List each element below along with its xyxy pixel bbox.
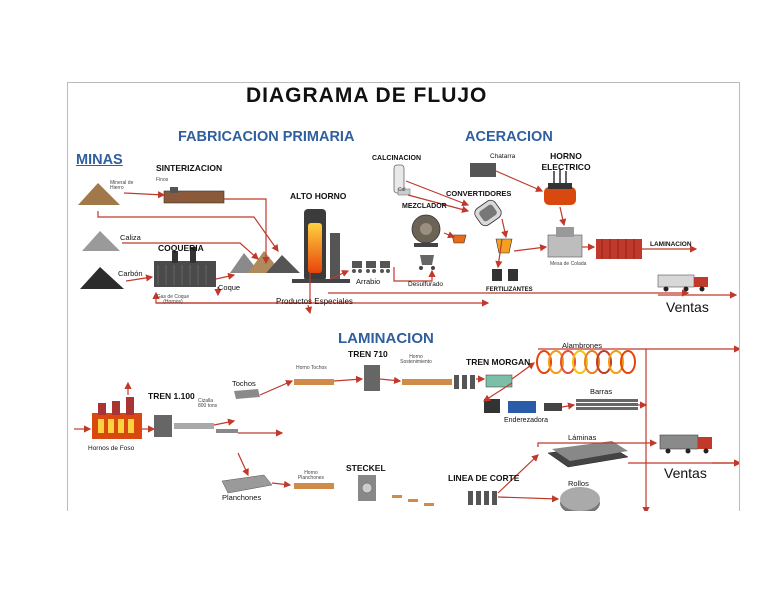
label-calcinacion: CALCINACION	[372, 155, 421, 162]
planchones-slab	[221, 474, 273, 494]
label-mesa-colada: Mesa de Colada	[550, 261, 587, 267]
diagram-title: DIAGRAMA DE FLUJO	[246, 84, 488, 107]
electric-furnace	[544, 169, 576, 205]
converter	[474, 199, 502, 227]
desulfurization-ladle	[420, 255, 434, 265]
label-horno-electrico: HORNO ELECTRICO	[541, 151, 591, 172]
label-carbon: Carbón	[118, 269, 143, 278]
label-convertidores: CONVERTIDORES	[446, 189, 512, 198]
steckel-line	[294, 475, 497, 506]
label-alto-horno: ALTO HORNO	[290, 191, 347, 201]
bar-bundle	[576, 399, 638, 410]
tren-morgan-unit	[485, 374, 513, 388]
straightener	[484, 399, 562, 413]
ingot-car	[596, 239, 642, 259]
tochos-bar	[234, 389, 260, 399]
label-mezclador: MEZCLADOR	[402, 203, 447, 210]
truck-top	[657, 274, 708, 292]
section-minas: MINAS	[76, 152, 123, 168]
label-finos: Finos	[156, 177, 169, 183]
tren-710-line	[294, 365, 475, 391]
diagram-graphics	[74, 163, 739, 511]
fertilizer-sacks	[492, 269, 502, 281]
label-horno-tochos: Horno Tochos	[296, 365, 327, 371]
label-cizalla: Cizalla 800 tons	[198, 398, 218, 409]
label-fertilizantes: FERTILIZANTES	[486, 287, 533, 293]
arrabio-cars	[352, 261, 390, 273]
label-horno-sostenimiento: Horno Sostenimiento	[400, 354, 432, 365]
label-sinterizacion: SINTERIZACION	[156, 163, 223, 173]
label-tren-1100: TREN 1.100	[148, 391, 195, 401]
label-tren-morgan: TREN MORGAN	[466, 357, 531, 367]
label-laminas: Láminas	[568, 433, 597, 442]
label-tren-710: TREN 710	[348, 349, 388, 359]
mineral-pile	[78, 183, 120, 205]
label-desulfurado: Desulfurado	[408, 281, 444, 288]
scrap-bin	[470, 163, 496, 177]
label-barras: Barras	[590, 387, 613, 396]
coil-roll	[560, 487, 600, 511]
wire-coils	[536, 350, 636, 374]
blast-furnace	[292, 209, 350, 283]
label-enderezadora: Enderezadora	[504, 417, 548, 424]
label-linea-corte: LINEA DE CORTE	[448, 473, 520, 483]
pit-furnaces	[92, 397, 142, 439]
label-hornos-foso: Hornos de Foso	[88, 445, 135, 452]
label-coqueria: COQUERIA	[158, 243, 204, 253]
label-gas-coque: Gas de Coque (Hornos)	[156, 294, 190, 305]
label-arrabio: Arrabio	[356, 277, 381, 286]
section-primary: FABRICACION PRIMARIA	[178, 129, 355, 145]
diagram-frame: DIAGRAMA DE FLUJO FABRICACION PRIMARIA A…	[67, 82, 740, 511]
label-ventas-bottom: Ventas	[664, 465, 707, 481]
section-aceracion: ACERACION	[465, 129, 553, 145]
label-mineral: Mineral de Hierro	[110, 180, 134, 191]
truck-bottom	[659, 434, 712, 454]
label-laminacion-arrow: LAMINACION	[650, 241, 692, 248]
label-planchones: Planchones	[222, 493, 262, 502]
label-caliza: Caliza	[120, 233, 141, 242]
coqueria-battery	[154, 261, 216, 287]
casting-table	[547, 234, 583, 258]
label-chatarra: Chatarra	[490, 153, 516, 160]
label-ventas-top: Ventas	[666, 299, 709, 315]
label-steckel: STECKEL	[346, 463, 386, 473]
label-horno-planchones: Horno Planchones	[297, 470, 325, 481]
label-coque: Coque	[218, 283, 241, 292]
label-alambrones: Alambrones	[562, 341, 603, 350]
section-laminacion: LAMINACION	[338, 330, 434, 347]
carbon-pile	[80, 267, 124, 289]
label-rollos: Rollos	[568, 479, 589, 488]
label-cal: Cal	[398, 187, 406, 193]
caliza-pile	[82, 231, 120, 251]
label-tochos: Tochos	[232, 379, 256, 388]
label-productos-especiales: Productos Especiales	[276, 297, 353, 306]
tren-1100-stand	[154, 415, 172, 437]
